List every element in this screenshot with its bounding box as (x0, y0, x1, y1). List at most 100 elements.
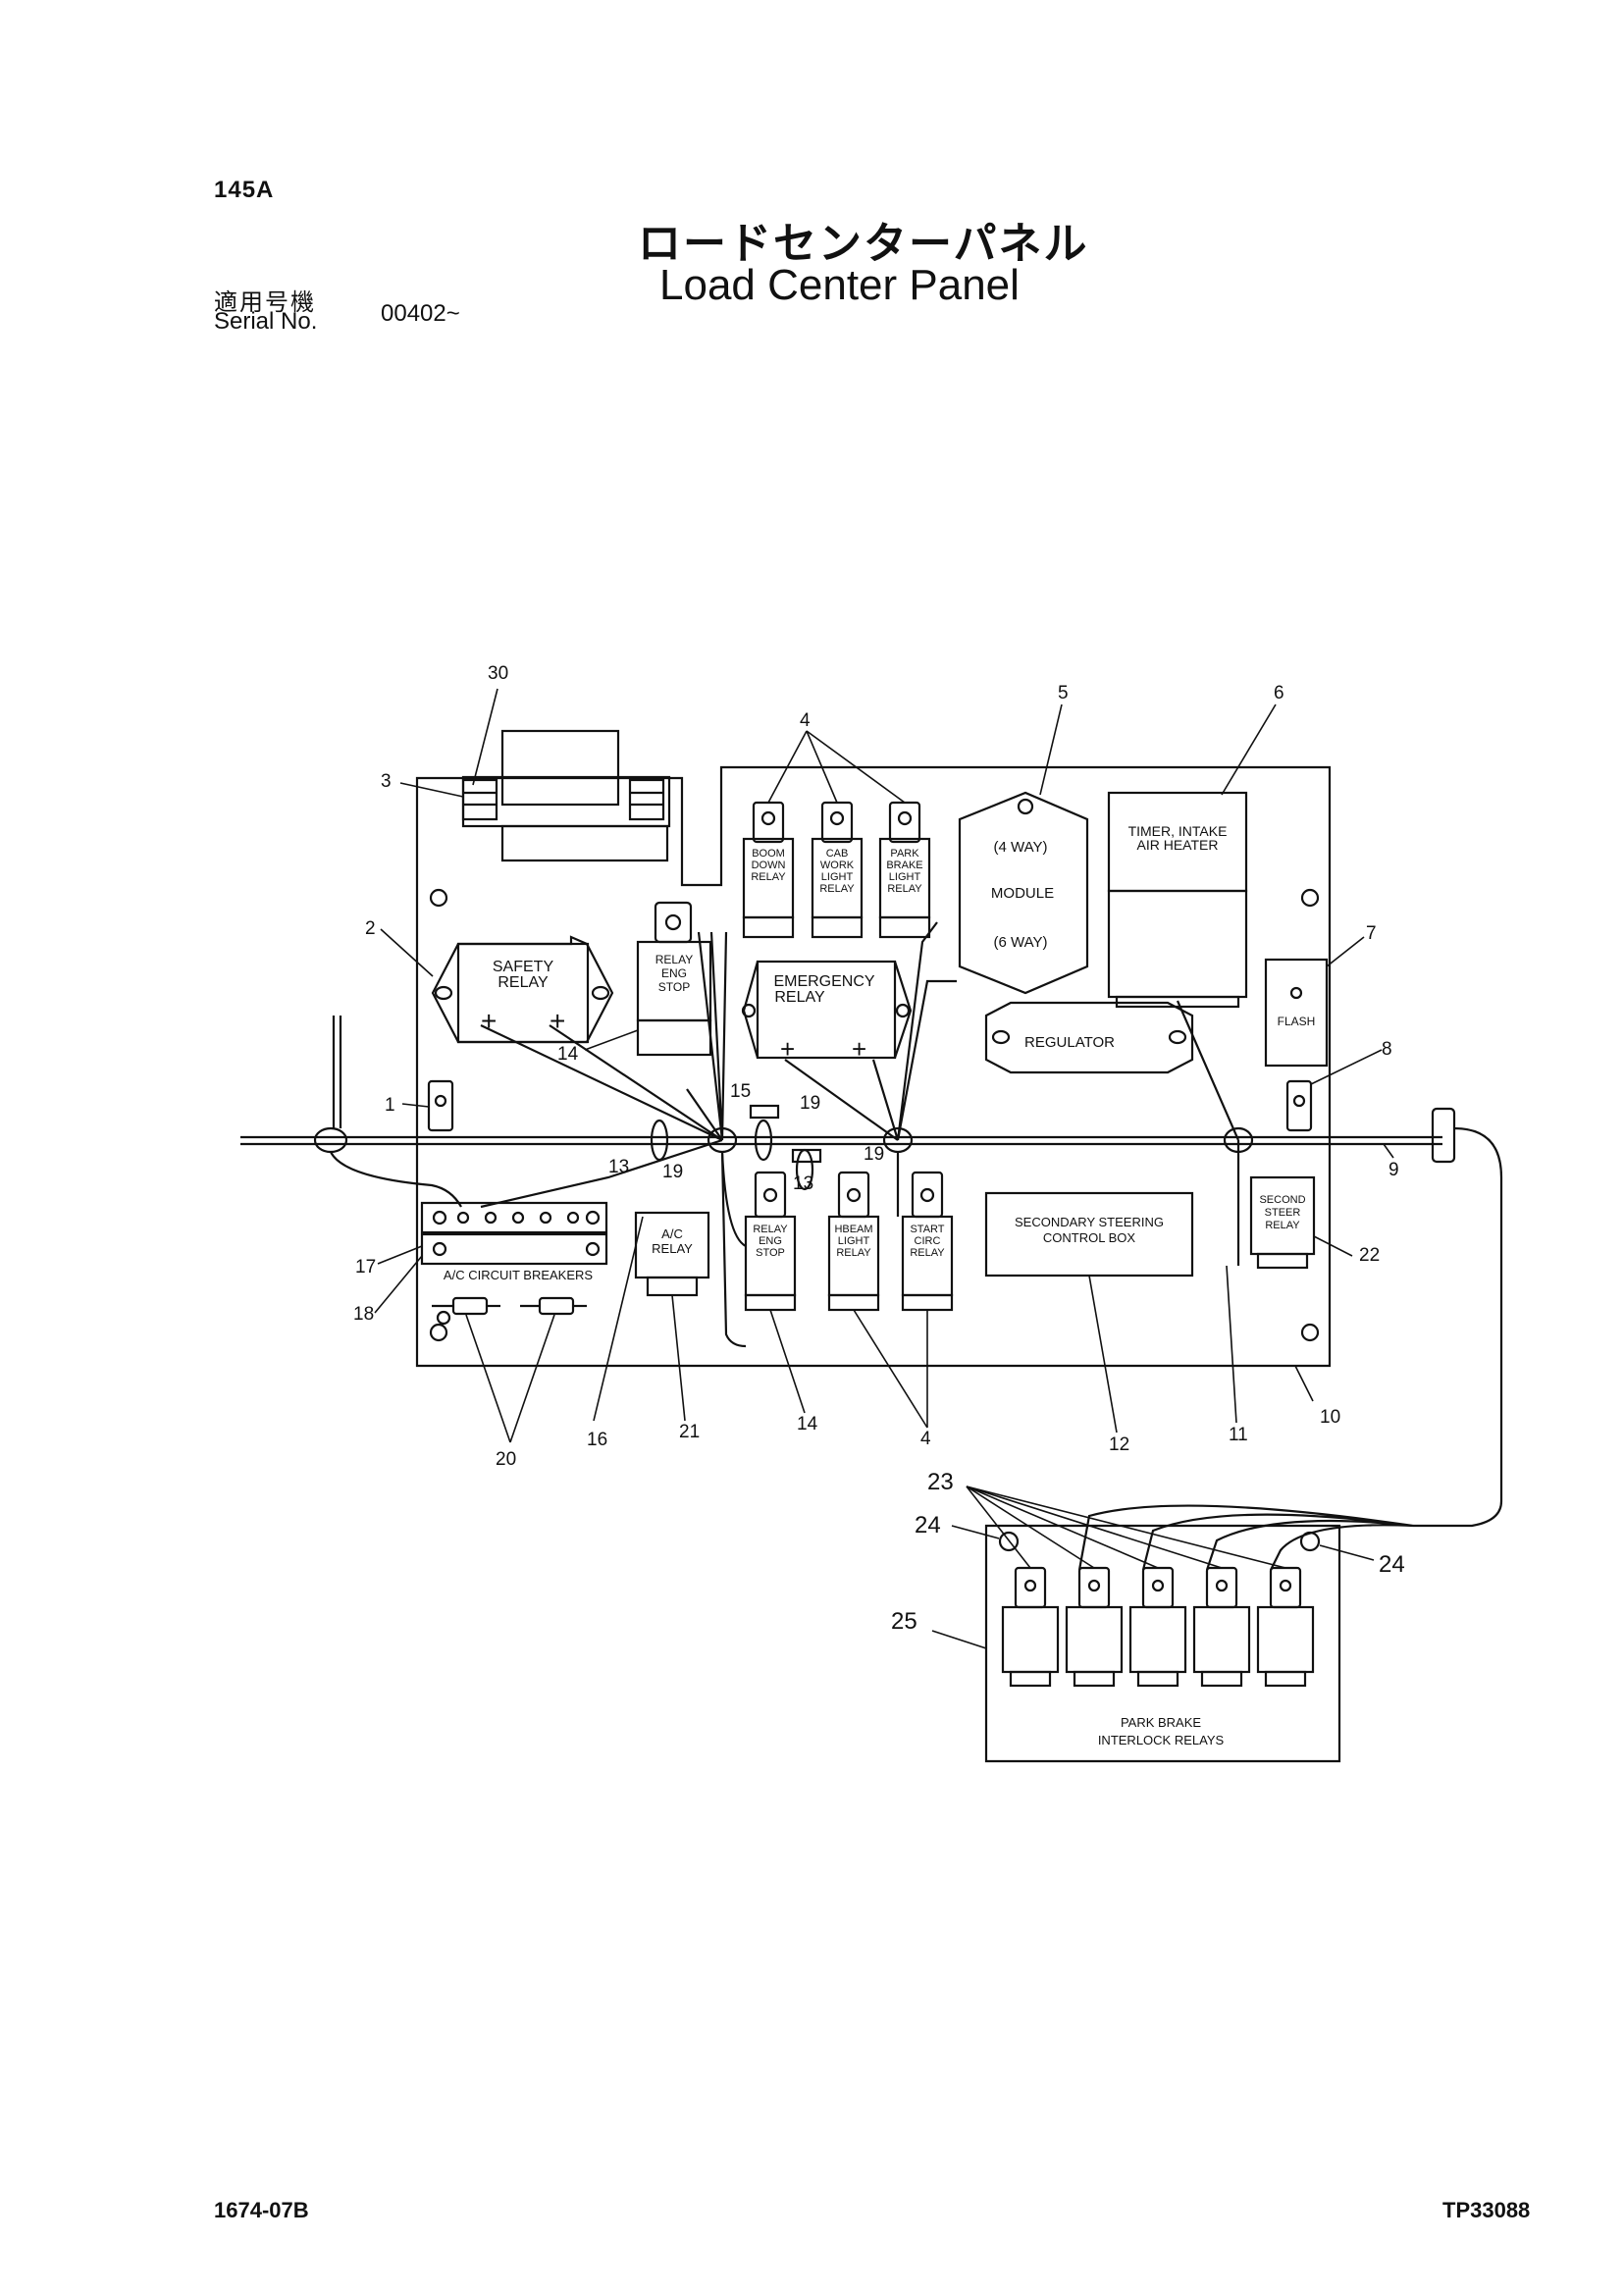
callout: 8 (1382, 1039, 1392, 1060)
start-circ-relay: START CIRC RELAY (901, 1171, 954, 1312)
svg-text:RELAY: RELAY (751, 871, 786, 883)
callout: 19 (800, 1093, 820, 1114)
serial-label-english: Serial No. (214, 308, 318, 335)
callout: 10 (1320, 1407, 1340, 1428)
ac-relay: A/C RELAY (634, 1211, 710, 1297)
boom-down-relay: BOOM DOWN RELAY (742, 801, 795, 939)
wiring-harness (240, 921, 1503, 1528)
page-number: 145A (214, 177, 275, 203)
svg-text:AIR HEATER: AIR HEATER (1137, 837, 1219, 853)
svg-text:SECONDARY STEERING: SECONDARY STEERING (1015, 1215, 1164, 1229)
svg-text:+: + (481, 1006, 497, 1036)
footer-left-code: 1674-07B (214, 2198, 309, 2222)
safety-relay: SAFETY RELAY + + (431, 935, 614, 1044)
callout: 11 (1229, 1425, 1248, 1445)
svg-text:(6 WAY): (6 WAY) (994, 934, 1048, 951)
title-japanese: ロードセンターパネル (638, 219, 1089, 269)
svg-text:TIMER, INTAKE: TIMER, INTAKE (1128, 823, 1228, 839)
svg-text:RELAY: RELAY (655, 953, 693, 966)
svg-text:RELAY: RELAY (1265, 1220, 1300, 1231)
callout: 30 (488, 663, 508, 684)
svg-text:STOP: STOP (756, 1247, 785, 1259)
callout: 7 (1366, 923, 1377, 944)
svg-text:INTERLOCK RELAYS: INTERLOCK RELAYS (1098, 1733, 1225, 1747)
svg-text:CAB: CAB (826, 848, 849, 860)
svg-text:PARK BRAKE: PARK BRAKE (1121, 1715, 1201, 1730)
svg-text:RELAY: RELAY (836, 1247, 871, 1259)
inline-fuses (650, 1104, 822, 1191)
svg-text:BRAKE: BRAKE (886, 860, 922, 871)
footer-right-code: TP33088 (1442, 2198, 1531, 2222)
timer-intake-air-heater: TIMER, INTAKE AIR HEATER (1107, 791, 1248, 1009)
svg-text:LIGHT: LIGHT (889, 871, 921, 883)
flash-unit: FLASH (1264, 958, 1329, 1068)
callout: 18 (353, 1304, 374, 1325)
second-steer-relay: SECOND STEER RELAY (1249, 1175, 1316, 1270)
callout: 13 (793, 1173, 813, 1194)
transformer (461, 729, 671, 862)
svg-text:SAFETY: SAFETY (493, 959, 554, 975)
callout: 15 (730, 1081, 751, 1102)
main-panel (415, 765, 1332, 1368)
svg-text:ENG: ENG (759, 1235, 782, 1247)
relay-eng-stop-bottom: RELAY ENG STOP (744, 1171, 797, 1312)
callout: 24 (915, 1512, 941, 1538)
module: (4 WAY) MODULE (6 WAY) (958, 791, 1089, 995)
svg-text:SECOND: SECOND (1259, 1194, 1305, 1206)
callout-numbers: 30 3 4 5 6 2 7 8 1 14 15 19 19 13 19 13 … (353, 663, 1405, 1635)
svg-text:CIRC: CIRC (915, 1235, 941, 1247)
callout: 25 (891, 1608, 917, 1635)
svg-text:MODULE: MODULE (991, 885, 1054, 902)
svg-text:CONTROL BOX: CONTROL BOX (1043, 1230, 1135, 1245)
callout: 5 (1058, 683, 1069, 704)
svg-text:BOOM: BOOM (752, 848, 785, 860)
hbeam-light-relay: HBEAM LIGHT RELAY (827, 1171, 880, 1312)
svg-text:FLASH: FLASH (1278, 1015, 1316, 1028)
callout: 19 (662, 1162, 683, 1182)
serial-label-japanese: 適用号機 (214, 288, 316, 316)
svg-text:STEER: STEER (1265, 1207, 1301, 1219)
svg-text:ENG: ENG (661, 966, 687, 980)
svg-text:REGULATOR: REGULATOR (1024, 1034, 1115, 1051)
svg-text:PARK: PARK (890, 848, 919, 860)
svg-text:HBEAM: HBEAM (834, 1224, 872, 1235)
svg-text:A/C: A/C (661, 1226, 683, 1241)
cab-work-light-relay: CAB WORK LIGHT RELAY (811, 801, 864, 939)
svg-text:START: START (910, 1224, 944, 1235)
harness-clamps (427, 1079, 1313, 1132)
svg-text:+: + (852, 1034, 866, 1064)
callout: 23 (927, 1469, 954, 1495)
svg-text:STOP: STOP (658, 980, 690, 994)
callout-leaders (374, 688, 1394, 1649)
svg-text:A/C CIRCUIT BREAKERS: A/C CIRCUIT BREAKERS (444, 1268, 594, 1282)
callout: 13 (608, 1157, 629, 1177)
callout: 2 (365, 918, 376, 939)
title-english: Load Center Panel (659, 261, 1020, 309)
svg-text:RELAY: RELAY (774, 989, 825, 1006)
ac-circuit-breakers: A/C CIRCUIT BREAKERS (420, 1201, 608, 1326)
regulator: REGULATOR (984, 1001, 1194, 1074)
relay-eng-stop-top: RELAY ENG STOP (636, 901, 712, 1057)
park-brake-interlock-panel: PARK BRAKE INTERLOCK RELAYS (984, 1504, 1414, 1763)
svg-text:WORK: WORK (820, 860, 855, 871)
callout: 3 (381, 771, 392, 792)
svg-text:RELAY: RELAY (498, 974, 549, 991)
callout: 6 (1274, 683, 1284, 704)
callout: 16 (587, 1430, 607, 1450)
secondary-steering-control-box: SECONDARY STEERING CONTROL BOX (984, 1191, 1194, 1277)
callout: 17 (355, 1257, 376, 1277)
svg-text:+: + (780, 1034, 795, 1064)
callout: 22 (1359, 1245, 1380, 1266)
serial-value: 00402~ (381, 300, 460, 327)
svg-text:(4 WAY): (4 WAY) (994, 839, 1048, 856)
callout: 9 (1388, 1160, 1399, 1180)
svg-text:RELAY: RELAY (753, 1224, 788, 1235)
mounting-holes (429, 888, 1320, 1342)
callout: 14 (557, 1044, 579, 1065)
svg-text:RELAY: RELAY (652, 1241, 693, 1256)
svg-text:LIGHT: LIGHT (821, 871, 854, 883)
svg-text:RELAY: RELAY (819, 883, 855, 895)
svg-text:RELAY: RELAY (910, 1247, 945, 1259)
emergency-relay: EMERGENCY RELAY + + (741, 960, 913, 1064)
callout: 21 (679, 1422, 700, 1442)
